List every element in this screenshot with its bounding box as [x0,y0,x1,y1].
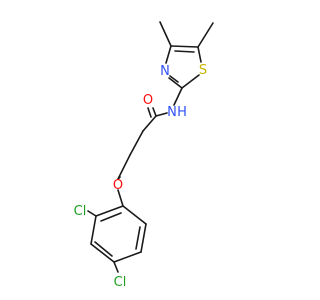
bond-c4-c5-double [174,50,195,53]
atom-oxygen-carbonyl: O [143,93,153,108]
bond-ring-5-6 [90,215,97,245]
bond-chain-2 [129,130,144,156]
bond-c4-n3 [165,45,172,64]
atom-sulfur-thiazole: S [199,63,207,78]
bond-c2-n3 [168,77,183,89]
atom-nitrogen-thiazole: N [160,64,170,79]
bond-c5-s1 [197,46,202,63]
atom-oxygen-ether: O [113,178,123,193]
bond-methyl-c4 [159,21,172,47]
bond-chain-3 [117,154,131,180]
bond-carbonyl-o-double [147,107,152,118]
bond-ring-6-1 [95,205,124,217]
bond-chain-ether-o [117,176,121,180]
bond-ring-cl-para [113,261,119,273]
bond-ring-3-4 [113,251,142,263]
bond-c2-nh [173,87,183,106]
bond-ether-o-ring [117,189,124,207]
bond-ring-2-3 [140,223,147,253]
atom-chlorine-para: Cl [114,275,127,290]
bond-ring-4-5-inner [94,241,113,257]
bond-nh-carbonyl [155,112,168,117]
bond-ring-2-3-inner [135,226,141,250]
atom-labels: O N H N S O Cl Cl [74,63,207,290]
bond-s1-c2 [181,74,200,89]
atom-nitrogen-amide: N [167,105,177,120]
bond-ring-6-1-inner [100,212,122,222]
bond-ring-1-2 [122,205,147,225]
bond-c2-n3-double [169,75,179,83]
molecule-structure: O N H N S O Cl Cl [74,21,214,290]
atom-chlorine-ortho: Cl [74,204,87,219]
bond-ring-cl-ortho [87,210,97,217]
bonds [87,21,214,273]
bond-chain-1 [142,115,157,132]
atom-hydrogen-amide: H [177,105,187,120]
bond-ring-4-5 [90,243,115,263]
bond-c4-c5 [170,45,199,48]
bond-methyl-c5 [197,22,214,48]
bond-carbonyl-o [152,107,157,117]
